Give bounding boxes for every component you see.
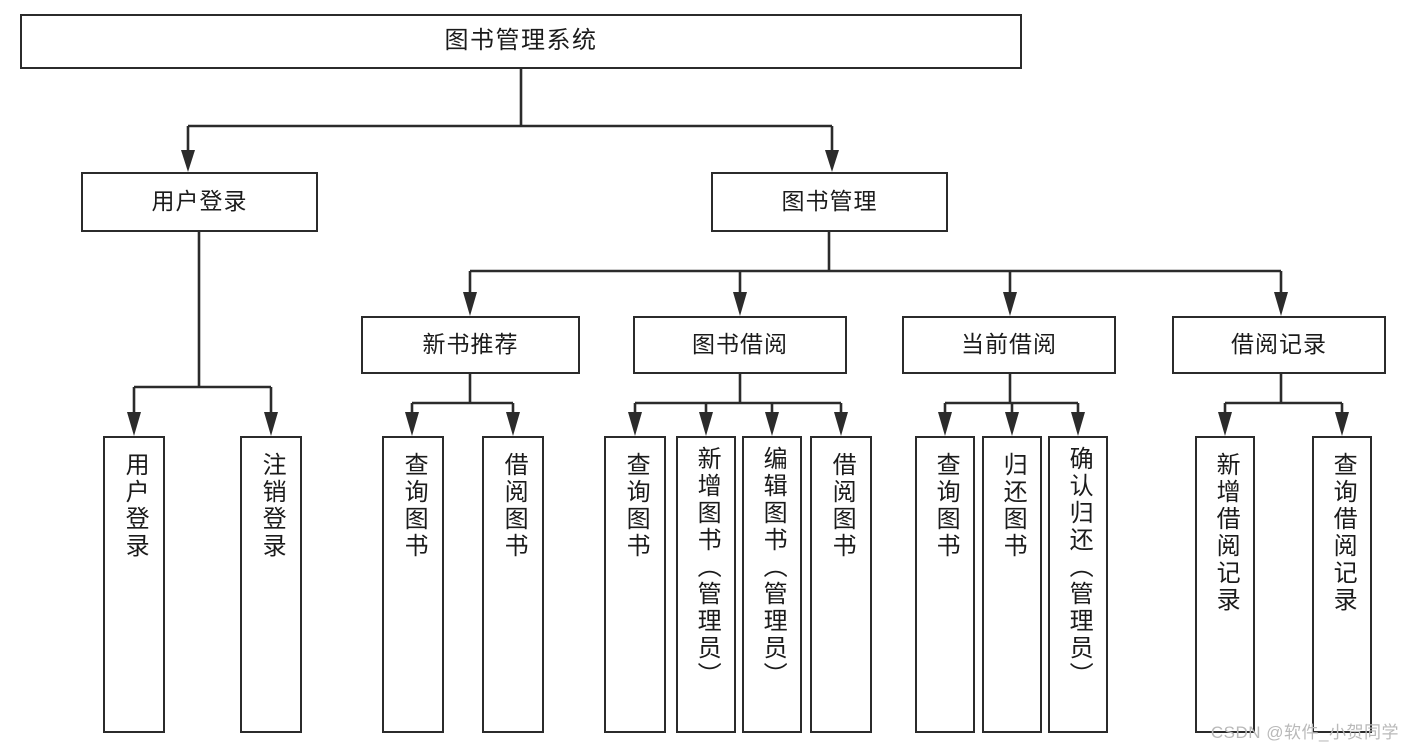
leaf-user-logout[interactable]: 注销登录 <box>240 436 302 733</box>
node-label: 新书推荐 <box>422 331 519 358</box>
node-user-login[interactable]: 用户登录 <box>81 172 318 232</box>
node-book-management[interactable]: 图书管理 <box>711 172 948 232</box>
node-label: 借阅图书 <box>828 452 856 560</box>
leaf-query-book-borrow[interactable]: 查询图书 <box>604 436 666 733</box>
leaf-query-book-current[interactable]: 查询图书 <box>915 436 975 733</box>
leaf-borrow-book[interactable]: 借阅图书 <box>810 436 872 733</box>
node-label: 图书管理系统 <box>444 27 598 55</box>
node-label: 查询图书 <box>400 452 428 560</box>
leaf-add-borrow-record[interactable]: 新增借阅记录 <box>1195 436 1255 733</box>
node-label: 新增借阅记录 <box>1212 452 1240 614</box>
node-book-borrow[interactable]: 图书借阅 <box>633 316 847 374</box>
node-label: 查询图书 <box>622 452 650 560</box>
node-label: 借阅记录 <box>1231 331 1327 358</box>
leaf-borrow-book-recommend[interactable]: 借阅图书 <box>482 436 544 733</box>
node-label: 图书管理 <box>781 188 878 215</box>
leaf-return-book[interactable]: 归还图书 <box>982 436 1042 733</box>
leaf-user-login[interactable]: 用户登录 <box>103 436 165 733</box>
leaf-add-book-admin[interactable]: 新增图书（管理员） <box>676 436 736 733</box>
node-label: 当前借阅 <box>961 331 1057 358</box>
node-label: 用户登录 <box>121 452 149 560</box>
node-root-system[interactable]: 图书管理系统 <box>20 14 1022 69</box>
node-current-borrow[interactable]: 当前借阅 <box>902 316 1116 374</box>
node-label: 新增图书（管理员） <box>693 446 721 689</box>
leaf-confirm-return-admin[interactable]: 确认归还（管理员） <box>1048 436 1108 733</box>
node-new-book-recommend[interactable]: 新书推荐 <box>361 316 580 374</box>
node-label: 用户登录 <box>151 188 248 215</box>
leaf-query-book-recommend[interactable]: 查询图书 <box>382 436 444 733</box>
node-label: 确认归还（管理员） <box>1065 446 1093 689</box>
node-label: 图书借阅 <box>692 331 788 358</box>
node-borrow-record[interactable]: 借阅记录 <box>1172 316 1386 374</box>
node-label: 查询图书 <box>932 452 960 560</box>
csdn-watermark: CSDN @软件_小贺同学 <box>1210 723 1399 742</box>
leaf-edit-book-admin[interactable]: 编辑图书（管理员） <box>742 436 802 733</box>
leaf-query-borrow-record[interactable]: 查询借阅记录 <box>1312 436 1372 733</box>
node-label: 查询借阅记录 <box>1329 452 1357 614</box>
node-label: 注销登录 <box>258 452 286 560</box>
node-label: 归还图书 <box>999 452 1027 560</box>
node-label: 借阅图书 <box>500 452 528 560</box>
node-label: 编辑图书（管理员） <box>759 446 787 689</box>
